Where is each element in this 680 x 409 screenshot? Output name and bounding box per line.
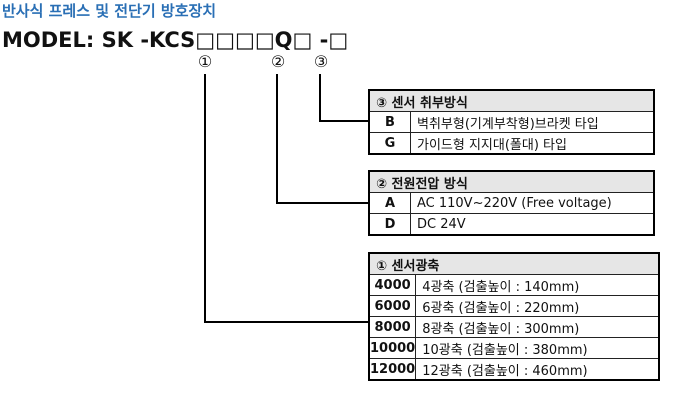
code-cell: 4000 — [368, 274, 417, 296]
power-type-table: ② 전원전압 방식 A AC 110V~220V (Free voltage) … — [368, 170, 655, 236]
connector-line-3 — [319, 74, 368, 122]
code-cell: G — [368, 132, 411, 155]
table-row: 8000 8광축 (검출높이 : 300mm) — [368, 316, 661, 338]
desc-cell: DC 24V — [410, 213, 655, 236]
code-cell: 12000 — [368, 358, 417, 381]
desc-cell: 가이드형 지지대(폴대) 타입 — [410, 132, 655, 155]
table-row: B 벽취부형(기계부착형)브라켓 타입 — [368, 111, 655, 133]
table-header: ③ 센서 취부방식 — [368, 89, 655, 112]
table-row: 4000 4광축 (검출높이 : 140mm) — [368, 274, 661, 296]
desc-cell: 벽취부형(기계부착형)브라켓 타입 — [410, 111, 655, 133]
sensor-axis-table: ① 센서광축 4000 4광축 (검출높이 : 140mm) 6000 6광축 … — [367, 252, 661, 381]
desc-cell: 4광축 (검출높이 : 140mm) — [415, 274, 661, 296]
table-row: 6000 6광축 (검출높이 : 220mm) — [368, 295, 661, 317]
connector-line-1 — [204, 74, 368, 323]
marker-1: ① — [197, 52, 213, 71]
connector-line-2 — [276, 74, 368, 204]
code-cell: 10000 — [368, 337, 417, 359]
code-cell: 8000 — [368, 316, 417, 338]
marker-3: ③ — [313, 52, 329, 71]
desc-cell: 12광축 (검출높이 : 460mm) — [415, 358, 661, 381]
code-cell: B — [368, 111, 411, 133]
code-cell: D — [368, 213, 411, 236]
page-title: 반사식 프레스 및 전단기 방호장치 — [2, 2, 217, 20]
desc-cell: 8광축 (검출높이 : 300mm) — [415, 316, 661, 338]
table-header: ② 전원전압 방식 — [368, 170, 655, 193]
table-header: ① 센서광축 — [367, 252, 661, 275]
table-row: D DC 24V — [368, 213, 655, 236]
desc-cell: 6광축 (검출높이 : 220mm) — [415, 295, 661, 317]
code-cell: 6000 — [368, 295, 417, 317]
code-cell: A — [368, 192, 411, 214]
desc-cell: 10광축 (검출높이 : 380mm) — [415, 337, 661, 359]
table-row: A AC 110V~220V (Free voltage) — [368, 192, 655, 214]
desc-cell: AC 110V~220V (Free voltage) — [410, 192, 655, 214]
mount-type-table: ③ 센서 취부방식 B 벽취부형(기계부착형)브라켓 타입 G 가이드형 지지대… — [368, 89, 655, 155]
table-row: 12000 12광축 (검출높이 : 460mm) — [368, 358, 661, 381]
model-code: MODEL: SK -KCS□□□□Q□ -□ — [2, 28, 349, 52]
table-row: G 가이드형 지지대(폴대) 타입 — [368, 132, 655, 155]
marker-2: ② — [270, 52, 286, 71]
table-row: 10000 10광축 (검출높이 : 380mm) — [368, 337, 661, 359]
